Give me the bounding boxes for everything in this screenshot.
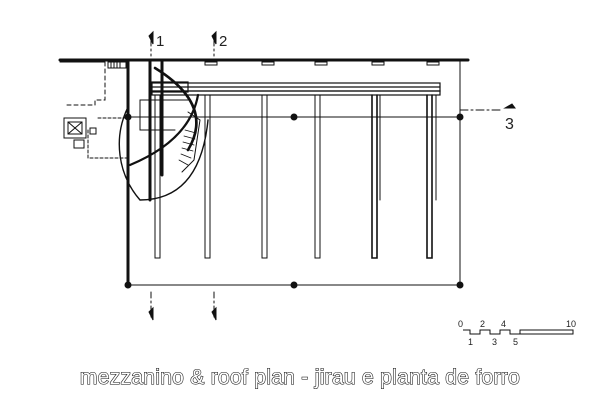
columns [124, 113, 464, 289]
service-area [63, 61, 129, 159]
scale-label-0: 0 [458, 319, 463, 329]
skylights [204, 61, 440, 66]
section-marker-2: 2 [219, 33, 227, 50]
roof-fins [154, 94, 437, 259]
scale-bar: 0 2 4 10 1 3 5 [458, 319, 576, 347]
roof-beams [151, 82, 441, 96]
section-marker-1: 1 [156, 33, 164, 50]
spiral-stair [118, 66, 209, 201]
scale-label-2: 2 [480, 319, 485, 329]
scale-label-3: 3 [492, 337, 497, 347]
mezzanine-frame [127, 58, 189, 202]
drawing-caption: mezzanino & roof plan - jirau e planta d… [79, 365, 521, 389]
scale-label-4: 4 [501, 319, 506, 329]
main-walls [58, 58, 470, 287]
section-marker-3: 3 [505, 116, 514, 133]
section-lines [148, 30, 516, 321]
scale-label-10: 10 [566, 319, 576, 329]
scale-label-5: 5 [513, 337, 518, 347]
scale-label-1: 1 [468, 337, 473, 347]
